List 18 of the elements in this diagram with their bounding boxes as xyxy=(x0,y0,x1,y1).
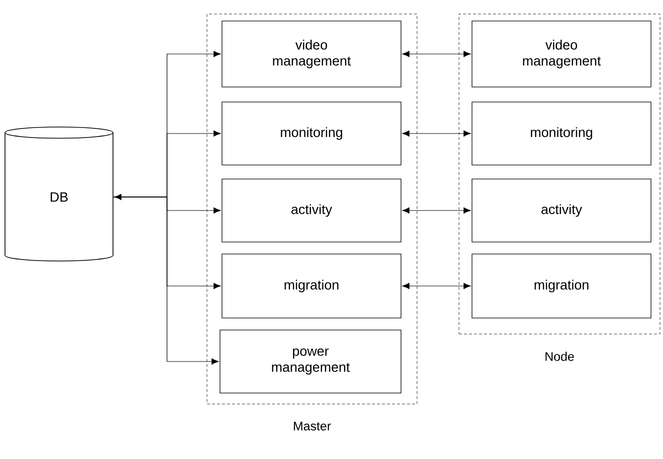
module-box: monitoring xyxy=(472,102,652,166)
arrow xyxy=(402,283,471,289)
node-label: Node xyxy=(546,352,574,361)
module-box: activity xyxy=(222,178,402,242)
module-box: power management xyxy=(220,330,402,394)
arrow xyxy=(114,194,221,214)
module-box: activity xyxy=(472,178,652,242)
arrow xyxy=(402,208,471,214)
arrow xyxy=(113,196,219,364)
node-label: Master xyxy=(294,422,331,430)
module-box: video management xyxy=(222,20,402,88)
module-box: migration xyxy=(222,254,402,318)
database-cylinder: DB xyxy=(4,126,114,262)
arrow xyxy=(402,51,471,57)
arrow xyxy=(402,130,471,137)
module-box: video management xyxy=(472,20,652,88)
module-box: migration xyxy=(472,254,652,318)
module-box: monitoring xyxy=(222,102,402,166)
